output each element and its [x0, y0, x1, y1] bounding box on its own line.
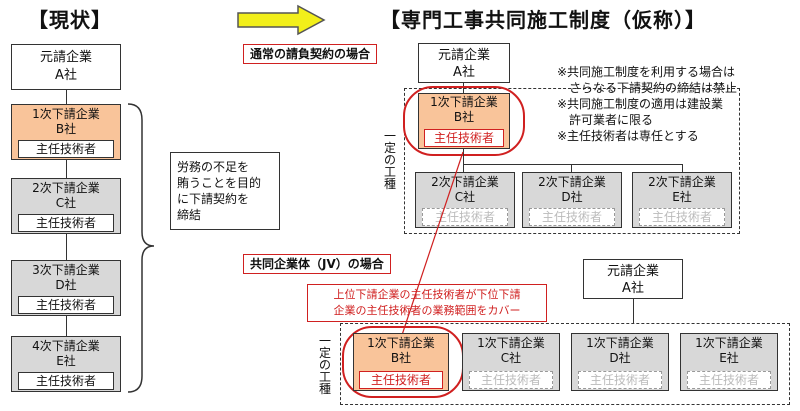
jv-b-tech: 主任技術者 — [359, 371, 443, 389]
left-prime-line1: 元請企業 — [39, 50, 92, 65]
left-sub-2: 2次下請企業 C社 主任技術者 — [11, 178, 121, 234]
left-sub-3-tech: 主任技術者 — [18, 296, 114, 314]
jv-member-e: 1次下請企業 E社 主任技術者 — [680, 333, 778, 391]
right-arrow-icon — [237, 4, 326, 36]
left-connector-1 — [66, 90, 67, 104]
jv-e-line1: 1次下請企業 — [695, 336, 763, 350]
right-title: 【専門工事共同施工制度（仮称）】 — [380, 8, 706, 32]
left-sub-1-tech: 主任技術者 — [18, 140, 114, 158]
left-sub-4-tech: 主任技術者 — [18, 372, 114, 390]
left-prime-box: 元請企業 A社 — [11, 44, 121, 90]
right-first-tier-tech: 主任技術者 — [424, 129, 504, 147]
right-first-tier: 1次下請企業 B社 主任技術者 — [418, 93, 510, 149]
right-first-tier-line1: 1次下請企業 — [430, 95, 498, 109]
jv-prime-line1: 元請企業 — [606, 264, 659, 279]
right-prime-box: 元請企業 A社 — [418, 43, 510, 83]
normal-cloud-highlight — [403, 86, 525, 156]
left-sub-4: 4次下請企業 E社 主任技術者 — [11, 336, 121, 392]
right-second-e-line2: E社 — [672, 190, 692, 204]
left-note-box: 労務の不足を 賄うことを目的 に下請契約を 締結 — [170, 152, 280, 230]
jv-callout: 上位下請企業の主任技術者が下位下請 企業の主任技術者の業務範囲をカバー — [307, 284, 547, 322]
right-connector-horizontal — [463, 164, 683, 165]
right-second-c-tech: 主任技術者 — [422, 208, 508, 226]
jv-prime-box: 元請企業 A社 — [583, 259, 683, 299]
left-prime-line2: A社 — [55, 68, 77, 83]
left-connector-4 — [66, 316, 67, 336]
left-brace — [127, 103, 155, 393]
jv-member-d: 1次下請企業 D社 主任技術者 — [571, 333, 669, 391]
right-prime-line1: 元請企業 — [437, 48, 490, 63]
section-jv-label: 共同企業体（JV）の場合 — [243, 254, 391, 274]
jv-member-b: 1次下請企業 B社 主任技術者 — [353, 333, 449, 391]
left-sub-1-line1: 1次下請企業 — [32, 107, 100, 121]
jv-e-tech: 主任技術者 — [687, 371, 771, 389]
jv-e-line2: E社 — [719, 351, 739, 365]
jv-d-line1: 1次下請企業 — [586, 336, 654, 350]
left-connector-3 — [66, 234, 67, 260]
right-second-e-tech: 主任技術者 — [639, 208, 725, 226]
jv-c-tech: 主任技術者 — [469, 371, 553, 389]
normal-scope-dashed — [404, 88, 740, 234]
left-sub-4-line1: 4次下請企業 — [32, 339, 100, 353]
right-second-tier-e: 2次下請企業 E社 主任技術者 — [632, 172, 732, 228]
left-sub-3-line1: 3次下請企業 — [32, 263, 100, 277]
left-sub-2-tech: 主任技術者 — [18, 214, 114, 232]
right-second-c-line1: 2次下請企業 — [431, 175, 499, 189]
left-sub-2-line1: 2次下請企業 — [32, 181, 100, 195]
left-connector-2 — [66, 160, 67, 178]
jv-d-line2: D社 — [609, 351, 631, 365]
right-first-tier-line2: B社 — [453, 110, 475, 124]
jv-connector-prime — [633, 299, 634, 323]
left-sub-2-line2: C社 — [55, 196, 77, 210]
jv-c-line1: 1次下請企業 — [477, 336, 545, 350]
right-second-tier-c: 2次下請企業 C社 主任技術者 — [415, 172, 515, 228]
right-notes: ※共同施工制度を利用する場合は さらなる下請契約の締結は禁止 ※共同施工制度の適… — [557, 65, 738, 143]
right-second-c-line2: C社 — [454, 190, 476, 204]
right-prime-line2: A社 — [453, 65, 475, 80]
jv-c-line2: C社 — [500, 351, 522, 365]
jv-member-c: 1次下請企業 C社 主任技術者 — [462, 333, 560, 391]
left-note-text: 労務の不足を 賄うことを目的 に下請契約を 締結 — [177, 160, 262, 222]
right-connector-e — [682, 164, 683, 172]
right-second-d-line1: 2次下請企業 — [538, 175, 606, 189]
left-sub-1-line2: B社 — [55, 122, 77, 136]
jv-scope-dashed — [340, 323, 790, 405]
right-second-e-line1: 2次下請企業 — [648, 175, 716, 189]
right-connector-d — [571, 164, 572, 172]
left-sub-3-line2: D社 — [55, 278, 77, 292]
right-second-d-line2: D社 — [561, 190, 583, 204]
left-sub-1: 1次下請企業 B社 主任技術者 — [11, 104, 121, 160]
left-title: 【現状】 — [28, 8, 112, 32]
right-connector-c — [463, 164, 464, 172]
jv-d-tech: 主任技術者 — [578, 371, 662, 389]
right-second-d-tech: 主任技術者 — [529, 208, 615, 226]
jv-vertical-label: 一定の工種 — [318, 334, 331, 396]
normal-vertical-label: 一定の工種 — [383, 129, 396, 191]
jv-prime-line2: A社 — [622, 281, 644, 296]
jv-b-line1: 1次下請企業 — [367, 336, 435, 350]
right-connector-first — [463, 149, 464, 165]
jv-b-line2: B社 — [390, 351, 412, 365]
left-sub-3: 3次下請企業 D社 主任技術者 — [11, 260, 121, 316]
section-normal-label: 通常の請負契約の場合 — [243, 44, 378, 64]
right-second-tier-d: 2次下請企業 D社 主任技術者 — [522, 172, 622, 228]
left-sub-4-line2: E社 — [56, 354, 76, 368]
